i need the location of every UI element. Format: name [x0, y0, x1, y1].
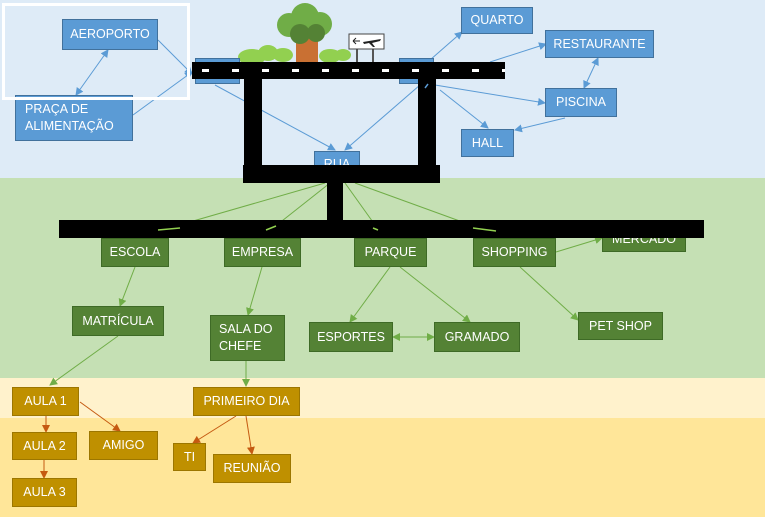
- arrow-piscina-hall: [514, 117, 566, 133]
- arrow-restaurante-piscina: [583, 57, 599, 89]
- arrow-primeiro-ti: [192, 415, 237, 444]
- top-road: [192, 62, 505, 79]
- node-reuniao[interactable]: REUNIÃO: [213, 454, 291, 483]
- arrow-road-restaurante: [489, 42, 547, 63]
- arrow-primeiro-reuniao: [245, 415, 255, 455]
- node-aula-1[interactable]: AULA 1: [12, 387, 79, 416]
- node-ti[interactable]: TI: [173, 443, 206, 471]
- arrow-praca-road: [132, 71, 193, 116]
- arrow-road-piscina: [434, 84, 546, 106]
- node-escola[interactable]: ESCOLA: [101, 238, 169, 267]
- node-aeroporto[interactable]: AEROPORTO: [62, 19, 158, 50]
- arrow-matricula-aula1: [49, 335, 119, 386]
- node-praca-de-alimentacao[interactable]: PRAÇA DE ALIMENTAÇÃO: [15, 95, 133, 141]
- highlight-frame: [2, 3, 190, 100]
- node-sala-do-chefe[interactable]: SALA DO CHEFE: [210, 315, 285, 361]
- node-restaurante[interactable]: RESTAURANTE: [545, 30, 654, 58]
- node-esportes[interactable]: ESPORTES: [309, 322, 393, 352]
- arrow-road2-rua: [344, 84, 421, 151]
- node-gramado[interactable]: GRAMADO: [434, 322, 520, 352]
- node-shopping[interactable]: SHOPPING: [473, 238, 556, 267]
- node-pet-shop[interactable]: PET SHOP: [578, 312, 663, 340]
- arrow-parque-esportes: [349, 266, 391, 323]
- middle-road: [243, 165, 440, 183]
- arrow-road-quarto: [429, 31, 463, 61]
- arrow-shopping-mercado: [555, 236, 603, 253]
- arrow-road-rua: [214, 84, 336, 151]
- arrow-shopping-petshop: [519, 266, 579, 321]
- node-piscina[interactable]: PISCINA: [545, 88, 617, 117]
- center-pillar: [327, 180, 343, 225]
- node-hall[interactable]: HALL: [461, 129, 514, 157]
- arrow-escola-matricula: [118, 266, 136, 307]
- arrow-aeroporto-road: [157, 39, 193, 75]
- right-pillar: [418, 78, 436, 170]
- sand-light-band: [0, 378, 765, 418]
- node-aula-2[interactable]: AULA 2: [12, 432, 77, 460]
- node-amigo[interactable]: AMIGO: [89, 431, 158, 460]
- node-matricula[interactable]: MATRÍCULA: [72, 306, 164, 336]
- arrow-aeroporto-praca: [75, 49, 109, 96]
- node-parque[interactable]: PARQUE: [354, 238, 427, 267]
- arrow-empresa-sala: [246, 266, 263, 316]
- left-pillar: [244, 78, 262, 170]
- node-empresa[interactable]: EMPRESA: [224, 238, 301, 267]
- node-quarto[interactable]: QUARTO: [461, 7, 533, 34]
- bottom-road: [59, 220, 704, 238]
- node-primeiro-dia[interactable]: PRIMEIRO DIA: [193, 387, 300, 416]
- arrow-parque-gramado: [399, 266, 471, 323]
- arrow-aula1-amigo: [79, 401, 121, 432]
- node-aula-3[interactable]: AULA 3: [12, 478, 77, 507]
- arrow-road-hall: [439, 89, 489, 129]
